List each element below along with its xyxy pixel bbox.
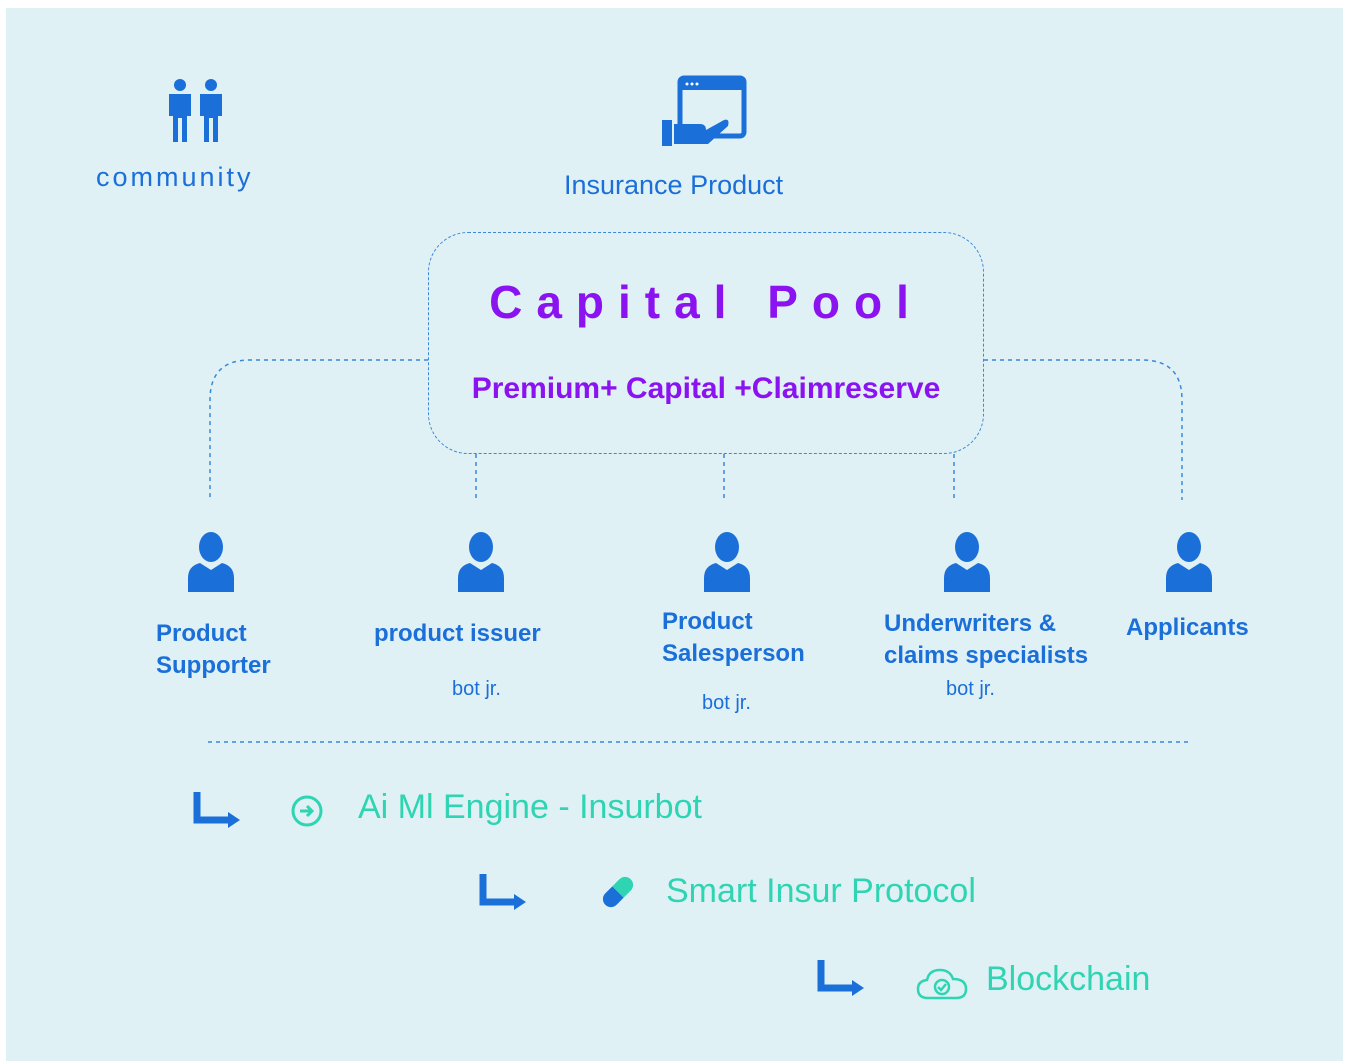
connector-left [209, 359, 428, 500]
role-label-line1: Applicants [1126, 614, 1249, 641]
insurance-product-label: Insurance Product [564, 170, 784, 200]
role-label-line2: Supporter [156, 652, 271, 679]
role-label-line1: Underwriters & [884, 610, 1057, 637]
role-applicants: Applicants [1126, 612, 1249, 644]
person-icon [944, 532, 990, 592]
role-label-line1: Product [156, 620, 247, 647]
corner-arrow-icon [817, 960, 864, 996]
corner-arrow-icon [193, 792, 240, 828]
role-label-line2: Salesperson [662, 640, 805, 667]
connector-right [984, 359, 1183, 500]
role-label-line2: claims specialists [884, 642, 1089, 669]
bot-label: bot jr. [946, 678, 995, 700]
corner-arrow-icon [479, 874, 526, 910]
blockchain-label: Blockchain [986, 960, 1151, 998]
ai-ml-engine-label: Ai Ml Engine - Insurbot [358, 788, 702, 826]
arrow-circle-icon [291, 795, 323, 827]
role-product-supporter: Product Supporter [156, 618, 271, 682]
capital-pool-subtitle: Premium+ Capital +Claimreserve [471, 372, 941, 405]
capital-pool-box [428, 232, 984, 454]
role-underwriters: Underwriters & claims specialists [884, 608, 1088, 672]
role-label-line1: Product [662, 608, 753, 635]
role-product-salesperson: Product Salesperson [662, 606, 805, 670]
diagram-background [6, 8, 1343, 1061]
community-icon [169, 79, 222, 142]
role-label-line1: product issuer [374, 620, 541, 647]
person-icon [458, 532, 504, 592]
person-icon [188, 532, 234, 592]
capital-pool-title: Capital Pool [489, 276, 923, 328]
person-icon [1166, 532, 1212, 592]
insurance-product-icon [662, 75, 747, 146]
bot-label: bot jr. [702, 692, 751, 714]
role-product-issuer: product issuer [374, 618, 541, 650]
community-label: community [96, 162, 254, 192]
person-icon [704, 532, 750, 592]
smart-insur-protocol-label: Smart Insur Protocol [666, 872, 976, 910]
bot-label: bot jr. [452, 678, 501, 700]
cloud-check-icon [916, 968, 968, 1000]
pill-icon [602, 876, 634, 908]
